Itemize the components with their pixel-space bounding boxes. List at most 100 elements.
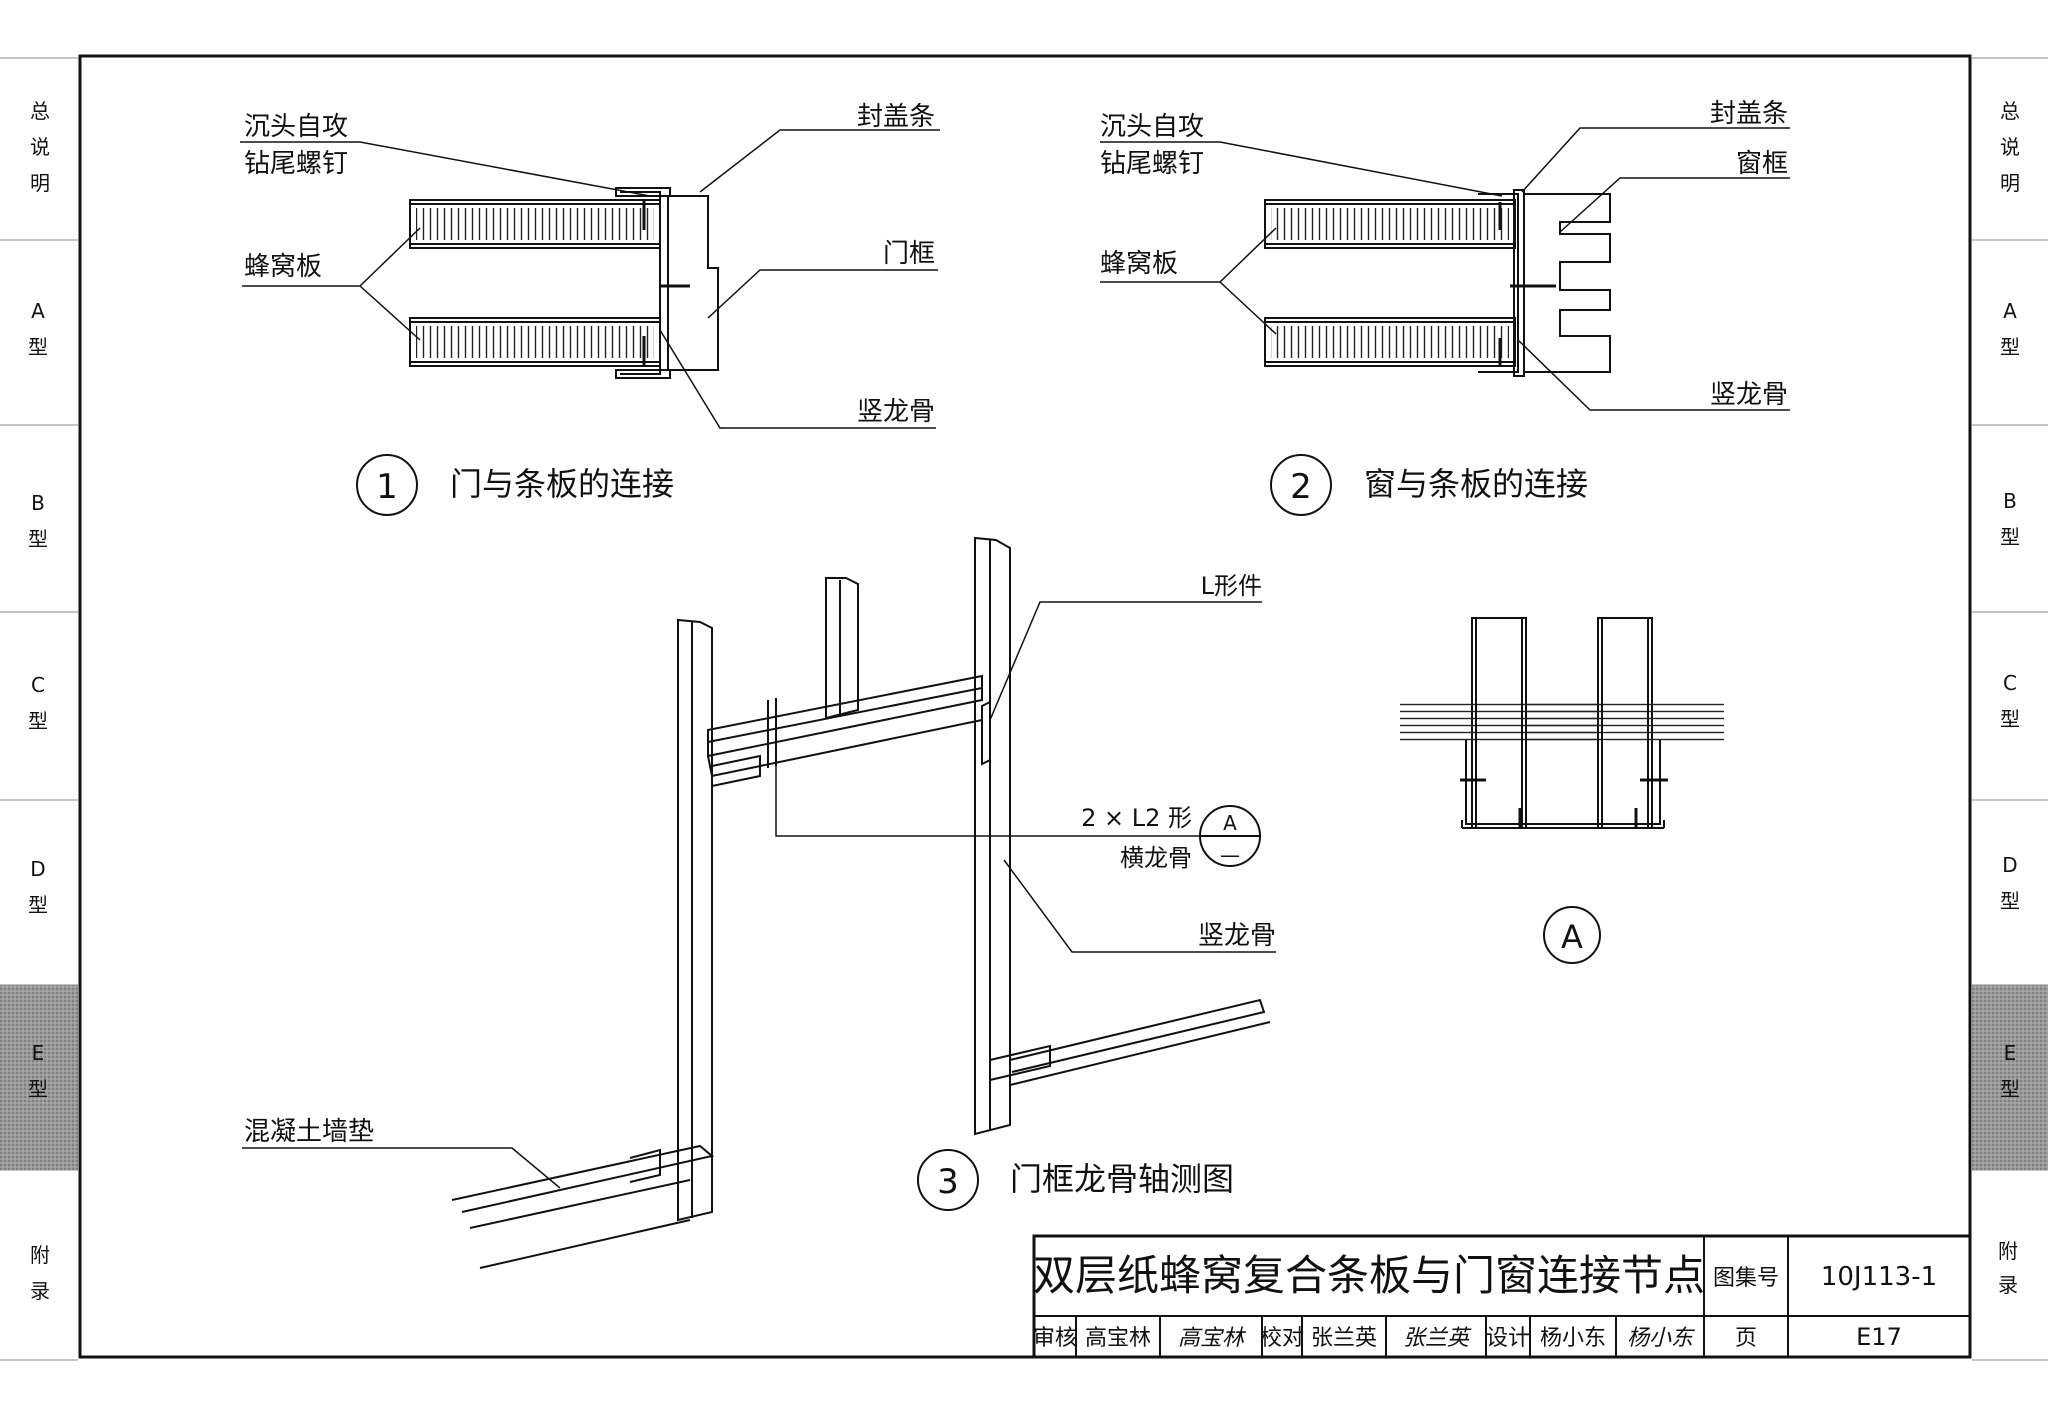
cover-strip-top <box>615 187 671 197</box>
tab-e-r-char1: E <box>2004 1041 2017 1065</box>
vertical-stud-2 <box>1478 193 1519 373</box>
detail-1-title: 门与条板的连接 <box>450 465 674 503</box>
leader-cover-1 <box>699 129 940 193</box>
page-label: 页 <box>1735 1326 1757 1351</box>
tab-b-char1: B <box>31 491 45 515</box>
detail-2-label-cover: 封盖条 <box>1710 99 1788 129</box>
tab-c-char1: C <box>31 673 45 697</box>
axo-base-left <box>451 1144 715 1213</box>
cover-strip-bottom <box>615 369 671 379</box>
detail-3-label-runner-line2: 横龙骨 <box>1120 844 1192 872</box>
detail-2-label-stud: 竖龙骨 <box>1710 380 1788 410</box>
tab-appendix-right[interactable]: 附 录 <box>1998 1239 2018 1297</box>
leader-runner <box>775 708 1210 837</box>
tab-a-left[interactable]: A 型 <box>28 299 48 359</box>
leader-stud-1 <box>659 329 936 429</box>
title-block <box>1032 1234 1972 1359</box>
tab-b-char2: 型 <box>28 527 48 551</box>
detail-2-label-screw-line1: 沉头自攻 <box>1100 112 1204 142</box>
tab-general-right[interactable]: 总 说 明 <box>2000 99 2020 195</box>
detail-1-label-frame: 门框 <box>883 239 935 269</box>
leader-lpiece <box>989 601 1262 721</box>
axo-middle-stud <box>825 577 859 720</box>
detail-1-label-panel: 蜂窝板 <box>244 252 322 282</box>
detail-3-label-stud: 竖龙骨 <box>1198 921 1276 951</box>
tab-d-left[interactable]: D 型 <box>28 857 48 917</box>
detail-3-number-circle <box>917 1149 979 1211</box>
axo-l-piece-right <box>981 700 991 766</box>
axo-base-right <box>1009 998 1266 1073</box>
checker-signature: 张兰英 <box>1403 1326 1472 1351</box>
designer-signature: 杨小东 <box>1627 1326 1696 1351</box>
tab-appendix-left[interactable]: 附 录 <box>30 1243 50 1303</box>
tab-e-right[interactable]: E 型 <box>2000 1041 2020 1101</box>
detail-3-label-base: 混凝土墙垫 <box>244 1117 374 1147</box>
honeycomb-core-lower-2 <box>1271 326 1509 358</box>
axo-header <box>707 674 983 758</box>
tab-e-char2: 型 <box>28 1077 48 1101</box>
tab-a-char2: 型 <box>28 335 48 359</box>
detail-1-label-cover: 封盖条 <box>857 102 935 132</box>
leader-stud-3 <box>1003 859 1276 953</box>
tab-general-char3: 明 <box>30 171 50 195</box>
door-frame <box>667 195 719 371</box>
check-label: 校对 <box>1260 1326 1304 1351</box>
leader-cover-2 <box>1521 127 1790 193</box>
detail-3-label-runner-line1: 2 × L2 形 <box>1081 804 1192 832</box>
leader-frame-1 <box>707 269 938 319</box>
axo-base-bracket-left <box>629 1148 661 1183</box>
detail-a-label: A <box>1561 918 1583 956</box>
tab-general-r-char3: 明 <box>2000 171 2020 195</box>
detail-1-number: 1 <box>376 467 398 507</box>
vertical-stud <box>620 191 661 375</box>
page-number: E17 <box>1856 1323 1902 1351</box>
detail-1-label-screw-line1: 沉头自攻 <box>244 112 348 142</box>
tab-e-left[interactable]: E 型 <box>28 1041 48 1101</box>
detail-3-ref-bottom: — <box>1220 843 1240 867</box>
tab-a-r-char2: 型 <box>2000 335 2020 359</box>
detail-1-label-stud: 竖龙骨 <box>857 397 935 427</box>
honeycomb-core-upper <box>416 208 654 240</box>
tab-a-r-char1: A <box>2003 299 2017 323</box>
tab-d-r-char1: D <box>2002 853 2017 877</box>
leader-panel-2b <box>1219 281 1277 335</box>
atlas-label: 图集号 <box>1713 1266 1779 1291</box>
window-frame <box>1524 193 1611 373</box>
detail-1-label-screw-line2: 钻尾螺钉 <box>244 149 348 179</box>
sheet-title: 双层纸蜂窝复合条板与门窗连接节点 <box>1033 1251 1705 1300</box>
tab-appendix-char1: 附 <box>30 1243 50 1267</box>
leader-panel-1b <box>359 285 421 341</box>
tab-b-r-char2: 型 <box>2000 525 2020 549</box>
leader-window-frame <box>1559 177 1790 233</box>
drawing-frame <box>78 54 1972 1359</box>
tab-general-left[interactable]: 总 说 明 <box>30 99 50 195</box>
tab-c-left[interactable]: C 型 <box>28 673 48 733</box>
tab-general-char2: 说 <box>30 135 50 159</box>
detail-1-number-circle <box>356 454 418 516</box>
tab-appendix-r-char2: 录 <box>1998 1273 2018 1297</box>
tab-general-char1: 总 <box>30 99 50 123</box>
detail-3-number: 3 <box>937 1162 959 1202</box>
tab-b-right[interactable]: B 型 <box>2000 489 2020 549</box>
tab-b-r-char1: B <box>2003 489 2017 513</box>
tab-d-char2: 型 <box>28 893 48 917</box>
tab-appendix-char2: 录 <box>30 1279 50 1303</box>
tab-d-right[interactable]: D 型 <box>2000 853 2020 913</box>
tab-general-r-char2: 说 <box>2000 135 2020 159</box>
design-label: 设计 <box>1486 1326 1530 1351</box>
review-label: 审核 <box>1033 1326 1077 1351</box>
tab-d-char1: D <box>30 857 45 881</box>
axo-base-bracket-right <box>989 1044 1051 1081</box>
detail-2-drawing <box>1100 127 1790 516</box>
tab-c-right[interactable]: C 型 <box>2000 671 2020 731</box>
axo-left-stud <box>677 618 713 1222</box>
tab-e-char1: E <box>32 1041 45 1065</box>
leader-stud-2 <box>1517 339 1790 411</box>
active-tab-bg-left <box>0 985 78 1170</box>
tab-a-right[interactable]: A 型 <box>2000 299 2020 359</box>
tab-d-r-char2: 型 <box>2000 889 2020 913</box>
detail-2-number: 2 <box>1290 467 1312 507</box>
tab-b-left[interactable]: B 型 <box>28 491 48 551</box>
detail-a-drawing <box>1400 617 1724 964</box>
checker-name: 张兰英 <box>1311 1326 1377 1351</box>
